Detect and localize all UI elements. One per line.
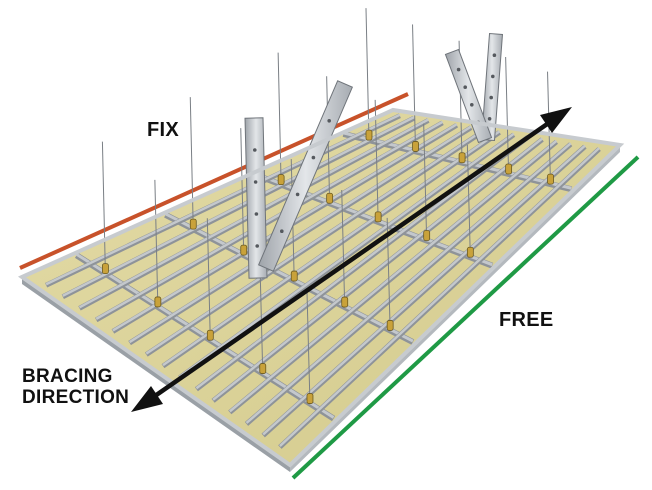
hanger-clip-icon xyxy=(466,246,474,258)
hanger-clip-icon xyxy=(412,141,419,152)
bracing-struts xyxy=(244,32,504,279)
brace-strut xyxy=(257,80,354,272)
hanger-wire xyxy=(412,24,417,152)
hanger-wire xyxy=(505,56,510,175)
free-label: FREE xyxy=(499,309,554,331)
hanger-wire xyxy=(365,8,370,141)
hanger-wire xyxy=(423,123,428,241)
hanger-clip-icon xyxy=(189,218,197,230)
hanger-clip-icon xyxy=(326,192,334,204)
hanger-clip-icon xyxy=(259,363,267,374)
bracing-label-line1: BRACING xyxy=(22,366,113,387)
hanger-wire xyxy=(206,218,211,341)
fix-label: FIX xyxy=(147,119,180,141)
hanger-wire xyxy=(466,144,471,258)
free-edge-line xyxy=(291,155,640,480)
hanger-wire xyxy=(189,97,194,230)
bracing-label-line2: DIRECTION xyxy=(22,387,130,409)
hanger-wire xyxy=(154,179,159,307)
hanger-wire xyxy=(240,128,245,256)
hanger-clip-icon xyxy=(505,163,513,175)
bracing-direction-label: BRACING DIRECTION xyxy=(22,366,129,409)
brace-strut xyxy=(444,48,493,144)
hanger-clip-icon xyxy=(240,244,248,256)
hanger-clip-icon xyxy=(154,296,162,308)
perimeter-trim xyxy=(17,107,625,468)
hanger-clip-icon xyxy=(365,129,373,141)
double-headed-arrow-icon xyxy=(131,107,572,412)
hanger-clip-icon xyxy=(386,320,394,331)
hanger-clip-icon xyxy=(277,174,285,186)
hanger-wire xyxy=(306,291,311,404)
hanger-wire xyxy=(341,190,346,308)
brace-strut xyxy=(244,117,268,279)
hanger-clip-icon xyxy=(458,152,466,164)
hanger-clip-icon xyxy=(547,173,554,185)
hanger-clip-icon xyxy=(290,270,298,282)
hanger-clip-icon xyxy=(306,393,314,404)
hanger-clip-icon xyxy=(341,296,349,308)
fix-edge-line xyxy=(19,92,409,270)
hanger-clip-icon xyxy=(206,329,214,341)
hanger-wire xyxy=(101,141,106,274)
hanger-clip-icon xyxy=(102,263,109,275)
hanger-clip-icon xyxy=(374,211,382,223)
hanger-wire xyxy=(374,99,379,222)
hanger-clip-icon xyxy=(423,230,431,241)
